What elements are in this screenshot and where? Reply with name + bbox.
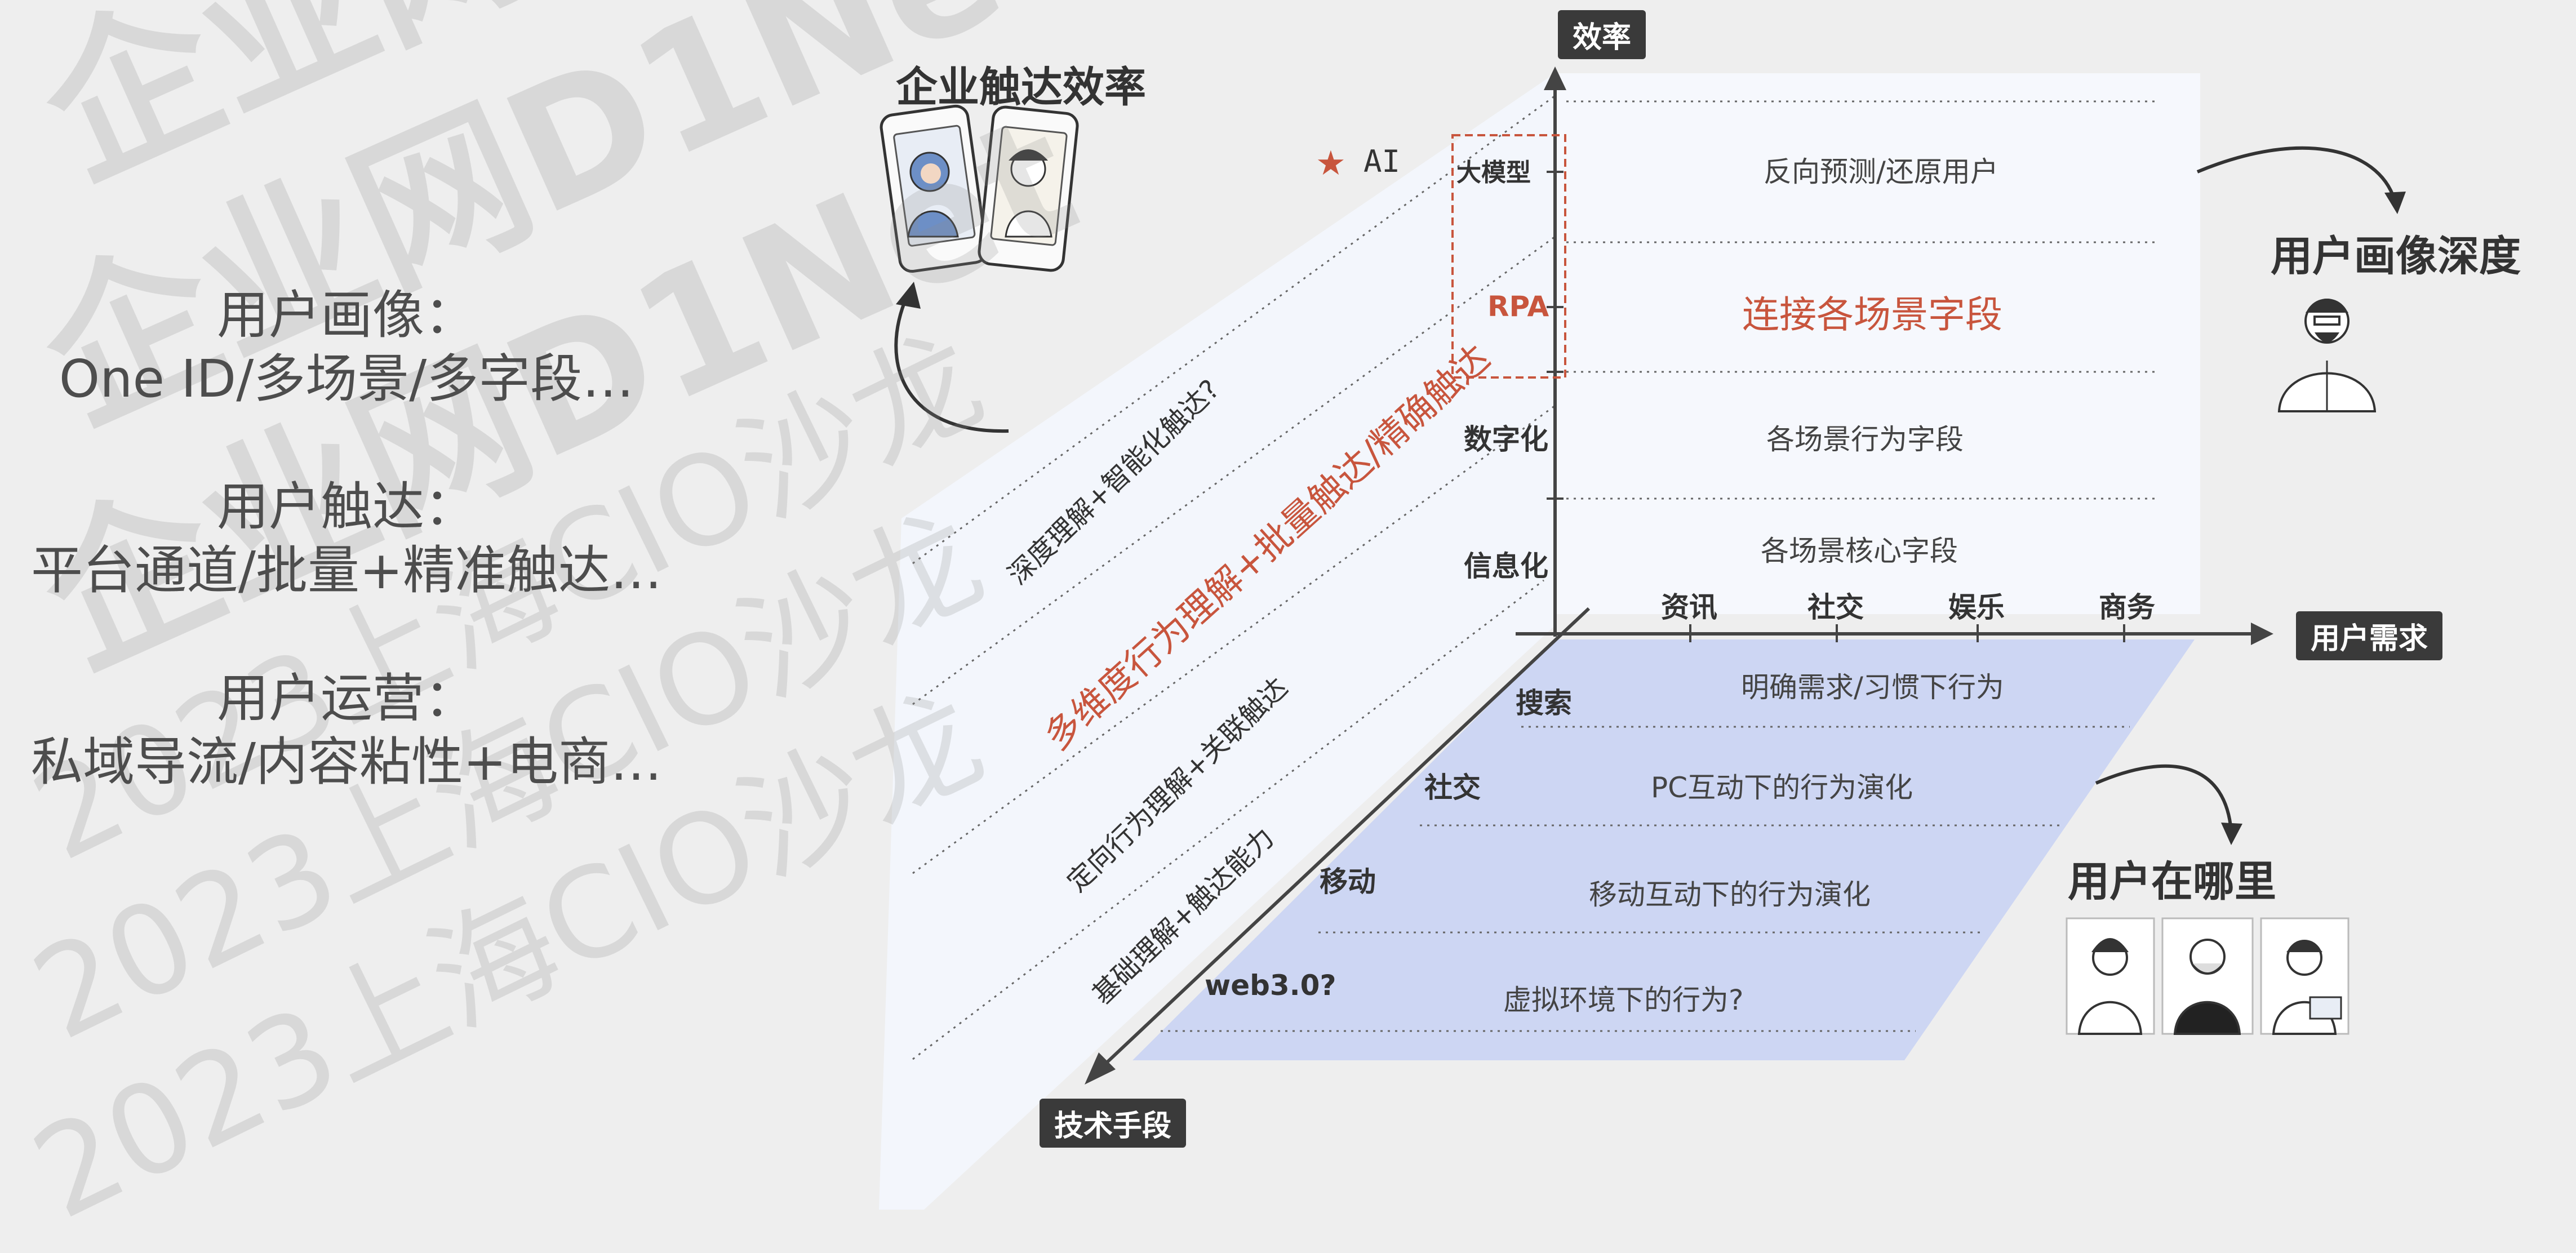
rpa-highlight-box [1451, 134, 1566, 379]
profile-curve-arrow [2196, 146, 2396, 201]
depth-mobile: 移动 [1320, 865, 1376, 898]
back-wall [1555, 73, 2200, 614]
reach-curve-arrow [894, 295, 1009, 433]
category-business: 商务 [2099, 591, 2155, 624]
tech-means-axis [1103, 607, 1591, 1067]
category-news: 资讯 [1661, 591, 1717, 624]
profile-body: One ID/多场景/多字段… [59, 349, 634, 409]
wall-row-4: 各场景核心字段 [1761, 535, 1958, 567]
category-social: 社交 [1807, 591, 1864, 624]
ops-body: 私域导流/内容粘性+电商… [30, 732, 663, 792]
depth-social: 社交 [1424, 771, 1481, 804]
users-illustration [2066, 917, 2350, 1035]
where-users-caption: 用户在哪里 [2068, 857, 2276, 906]
user-needs-axis-arrow [2251, 623, 2273, 645]
ai-label: AI [1363, 144, 1401, 179]
slanted-plane [879, 73, 1555, 1210]
category-entertainment: 娱乐 [1948, 591, 2005, 624]
reach-body: 平台通道/批量+精准触达… [30, 540, 663, 601]
user-needs-axis-label: 用户需求 [2296, 611, 2443, 660]
diagram-canvas [879, 66, 2406, 1210]
profile-title: 用户画像： [216, 285, 476, 345]
floor-row-lines [1161, 726, 2130, 1032]
floor-row-3: 移动互动下的行为演化 [1589, 878, 1871, 911]
wall-row-1: 反向预测/还原用户 [1764, 155, 1998, 188]
floor-plane [1132, 639, 2195, 1060]
level-rpa: RPA [1487, 290, 1549, 323]
floor-row-4: 虚拟环境下的行为? [1503, 984, 1744, 1016]
wall-row-3: 各场景行为字段 [1766, 423, 1964, 456]
wall-row-2: 连接各场景字段 [1742, 293, 2002, 336]
tech-means-axis-arrow [1085, 1052, 1116, 1085]
level-digital: 数字化 [1464, 423, 1548, 456]
phones-illustration [880, 104, 1079, 273]
reach-title: 用户触达： [216, 477, 476, 537]
wall-row-lines [1566, 100, 2158, 500]
depth-web3: web3.0? [1205, 969, 1336, 1002]
floor-row-1: 明确需求/习惯下行为 [1741, 671, 2004, 704]
depth-search: 搜索 [1516, 687, 1572, 719]
slanted-lines [912, 95, 1556, 1060]
level-big-model: 大模型 [1456, 158, 1531, 187]
tech-means-axis-label: 技术手段 [1040, 1099, 1187, 1148]
level-informatization: 信息化 [1464, 550, 1548, 583]
diagram-stage: 企业网D1Net 企业网D1Net 企业网D1Net 2023上海CIO沙龙 2… [12, 0, 2521, 1247]
floor-row-2: PC互动下的行为演化 [1651, 771, 1913, 804]
efficiency-axis-arrow [1544, 66, 1566, 90]
efficiency-axis-label: 效率 [1558, 10, 1646, 59]
ai-star-icon: ★ [1316, 144, 1346, 183]
enterprise-reach-caption: 企业触达效率 [896, 63, 1146, 112]
where-curve-arrow [2095, 764, 2233, 832]
profile-person-illustration [2277, 299, 2377, 412]
profile-depth-caption: 用户画像深度 [2271, 232, 2521, 281]
ops-title: 用户运营： [216, 668, 476, 728]
